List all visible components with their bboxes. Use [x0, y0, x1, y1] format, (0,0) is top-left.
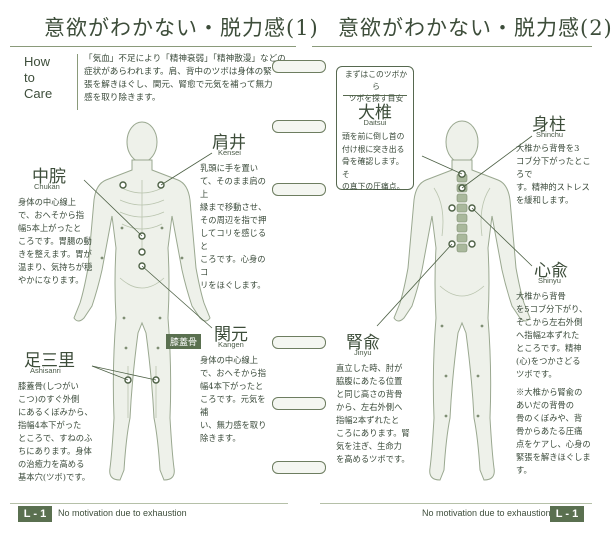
how-to-divider [77, 54, 78, 110]
front-body-figure [73, 121, 213, 481]
left-footer-text: No motivation due to exhaustion [58, 508, 187, 518]
daitsui-header: まずはこのツボからツボを探す目安 [344, 70, 408, 103]
right-footer-text: No motivation due to exhaustion [422, 508, 551, 518]
ashisanri-romaji: Ashisanri [30, 366, 61, 375]
kneecap-tag: 膝蓋骨 [166, 334, 202, 349]
shinyu-heading: 心兪 [534, 261, 568, 281]
intro-text: 「気血」不足により「精神衰弱」「精神散漫」などの症状があらわれます。肩、背中のツ… [84, 54, 286, 103]
shinchu-romaji: Shinchu [536, 130, 564, 139]
callout-divider [343, 95, 407, 96]
binder-ring [272, 336, 326, 349]
back-body-figure [376, 120, 533, 481]
kangen-text: 身体の中心線上で、おへそから指幅4本下がったところです。元気を補い、無力感を取り… [200, 355, 267, 443]
jinyu-romaji: Jinyu [354, 348, 372, 357]
shinchu-heading: 身柱 [532, 115, 566, 135]
right-page-title: 意欲がわかない・脱力感(2) [338, 16, 613, 40]
daitsui-callout: まずはこのツボからツボを探す目安 大椎 Daitsui 頭を前に倒し首の付け根に… [336, 66, 414, 191]
shinyu-note: ※大椎から腎兪のあいだの背骨の骨のくぼみや、背骨からあたる圧痛点をケアし、心身の… [516, 387, 591, 475]
left-page-title: 意欲がわかない・脱力感(1) [44, 16, 319, 40]
shinyu-romaji: Shinyu [538, 276, 561, 285]
right-title-rule [312, 46, 592, 47]
chukan-heading: 中脘 [32, 167, 66, 187]
right-footer-rule [320, 503, 592, 504]
jinyu-text: 直立した時、肘が脇腹にあたる位置と同じ高さの背骨から、左右外側へ指幅2本ずれたと… [336, 363, 410, 464]
left-title-rule [10, 46, 296, 47]
chukan-romaji: Chukan [34, 182, 60, 191]
binder-ring [272, 461, 326, 474]
daitsui-text: 頭を前に倒し首の付け根に突き出る骨を確認します。その真下の圧痛点。 [342, 132, 405, 191]
ashisanri-heading: 足三里 [24, 351, 75, 371]
chukan-text: 身体の中心線上で、おへそから指幅5本上がったところです。胃腸の動きを整えます。胃… [18, 197, 93, 285]
daitsui-heading: 大椎 [358, 103, 392, 123]
daitsui-romaji: Daitsui [363, 118, 387, 127]
kangen-romaji: Kangen [218, 340, 244, 349]
left-footer-rule [10, 503, 288, 504]
shinyu-text: 大椎から背骨を5コブ分下がり、そこから左右外側へ指幅2本ずれたところです。精神(… [516, 291, 588, 379]
kensei-romaji: Kensei [218, 148, 241, 157]
binder-ring [272, 120, 326, 133]
kensei-text: 乳頭に手を置いて、そのまま肩の上縁まで移動させ、その周辺を指で押してコリを感じる… [200, 163, 267, 290]
kangen-heading: 関元 [214, 325, 248, 345]
left-page-badge: L - 1 [18, 506, 52, 522]
right-page-badge: L - 1 [550, 506, 584, 522]
binder-ring [272, 60, 326, 73]
kensei-heading: 肩井 [212, 133, 246, 153]
binder-ring [272, 183, 326, 196]
ashisanri-text: 膝蓋骨(しつがいこつ)のすぐ外側にあるくぼみから、指幅4本下がったところで、すね… [18, 381, 93, 482]
binder-ring [272, 397, 326, 410]
jinyu-heading: 腎兪 [346, 333, 380, 353]
